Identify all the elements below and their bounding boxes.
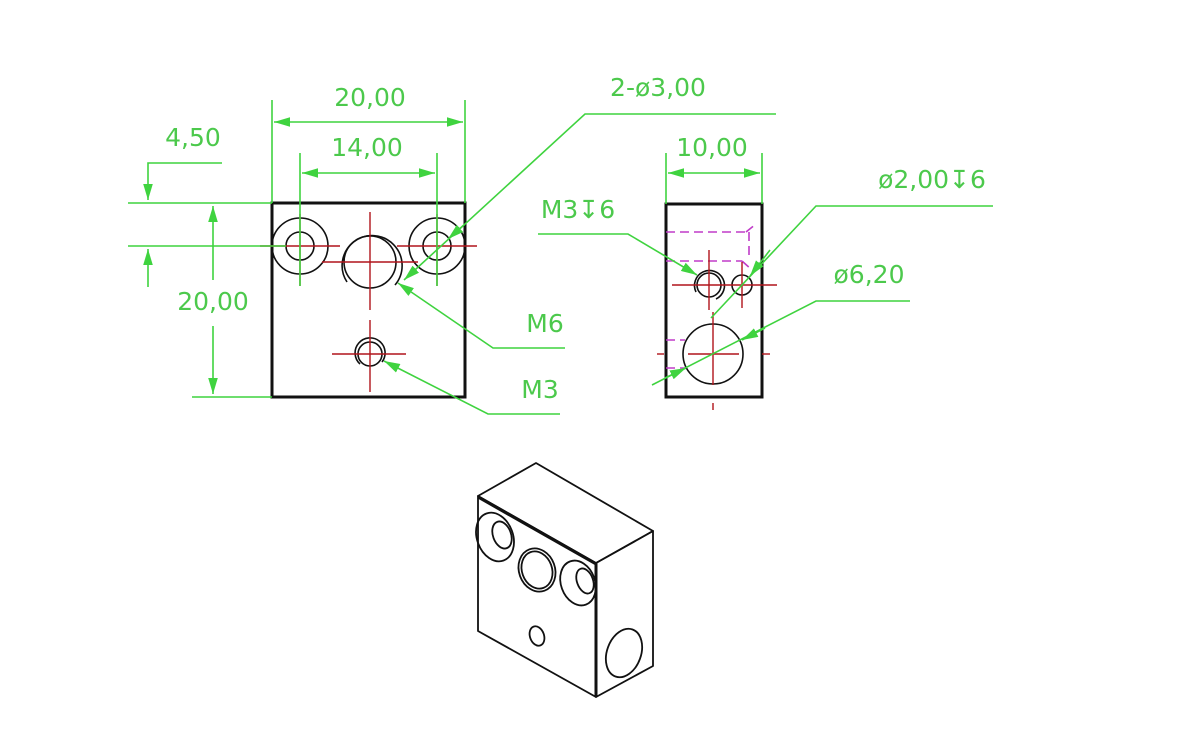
front-view-outline xyxy=(270,201,467,399)
dim-hole-spacing: 14,00 xyxy=(299,133,438,286)
side-holes-callout: 2-ø3,00 xyxy=(610,73,706,102)
leader-m6: M6 xyxy=(397,282,565,349)
leader-side-holes: 2-ø3,00 xyxy=(403,73,776,281)
iso-right-face xyxy=(595,530,654,698)
overall-width-label: 20,00 xyxy=(334,83,406,112)
dim-overall-width: 20,00 xyxy=(271,83,466,203)
iso-side-hole xyxy=(604,627,644,679)
iso-center-hole xyxy=(517,547,557,593)
m3-depth-callout: M3↧6 xyxy=(541,195,615,224)
iso-front-face xyxy=(477,495,597,698)
dim-overall-height: 20,00 xyxy=(177,206,272,398)
iso-left-hole xyxy=(475,511,515,563)
side-width-label: 10,00 xyxy=(676,133,748,162)
dim-top-offset: 4,50 xyxy=(128,123,286,287)
iso-right-hole xyxy=(559,559,597,607)
leader-large-hole: ø6,20 xyxy=(651,260,910,386)
side-view: 10,00 M3↧6 ø2,00↧6 ø6,20 xyxy=(538,133,993,410)
top-offset-label: 4,50 xyxy=(165,123,221,152)
large-hole-callout: ø6,20 xyxy=(834,260,905,289)
leader-m3: M3 xyxy=(383,360,560,415)
front-centerlines xyxy=(260,212,477,392)
m3-callout: M3 xyxy=(521,375,558,404)
small-hole-callout: ø2,00↧6 xyxy=(878,165,986,194)
leader-small-hole: ø2,00↧6 xyxy=(710,165,993,319)
hole-spacing-label: 14,00 xyxy=(331,133,403,162)
side-view-outline xyxy=(664,202,764,399)
dim-side-width: 10,00 xyxy=(665,133,763,204)
leader-m3-depth: M3↧6 xyxy=(538,195,698,276)
iso-lower-hole xyxy=(528,625,546,647)
overall-height-label: 20,00 xyxy=(177,287,249,316)
m6-callout: M6 xyxy=(526,309,563,338)
isometric-view xyxy=(475,462,654,698)
front-view: 20,00 14,00 4,50 20,00 2-ø3, xyxy=(128,73,776,415)
